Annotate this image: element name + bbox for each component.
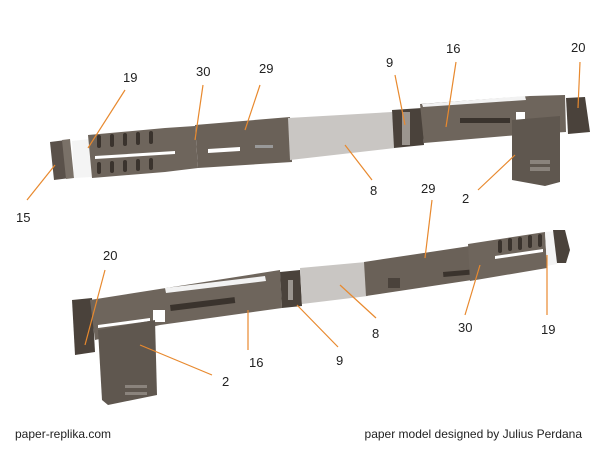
bottom-hilt [72, 230, 570, 405]
part-2-box [512, 116, 560, 186]
label-19: 19 [541, 322, 555, 337]
part-29-body [195, 117, 292, 168]
label-2: 2 [462, 191, 469, 206]
label-29: 29 [421, 181, 435, 196]
label-2: 2 [222, 374, 229, 389]
part-20-pommel [566, 97, 590, 134]
label-8: 8 [372, 326, 379, 341]
label-29: 29 [259, 61, 273, 76]
grip-vents [498, 234, 542, 253]
top-hilt [50, 95, 590, 186]
part-15-emitter-cap [553, 230, 570, 263]
label-15: 15 [16, 210, 30, 225]
designer-credit: paper model designed by Julius Perdana [364, 427, 582, 441]
label-9: 9 [386, 55, 393, 70]
part-8-tube [300, 262, 368, 304]
label-8: 8 [370, 183, 377, 198]
part-19-white-ring [72, 139, 92, 178]
label-19: 19 [123, 70, 137, 85]
bottom-callouts: 20 16 9 8 30 19 29 2 [84, 181, 555, 389]
part-8-tube [288, 112, 395, 160]
part-30-grip [88, 126, 198, 178]
top-callouts: 15 19 30 29 9 16 20 8 2 [16, 40, 585, 225]
label-20: 20 [571, 40, 585, 55]
label-30: 30 [458, 320, 472, 335]
part-19-white-ring [545, 231, 557, 266]
grip-vents [97, 131, 153, 174]
part-2-box [98, 320, 157, 405]
label-16: 16 [446, 41, 460, 56]
label-9: 9 [336, 353, 343, 368]
label-20: 20 [103, 248, 117, 263]
label-30: 30 [196, 64, 210, 79]
label-16: 16 [249, 355, 263, 370]
part-20-pommel [72, 298, 95, 355]
site-name: paper-replika.com [15, 427, 112, 441]
